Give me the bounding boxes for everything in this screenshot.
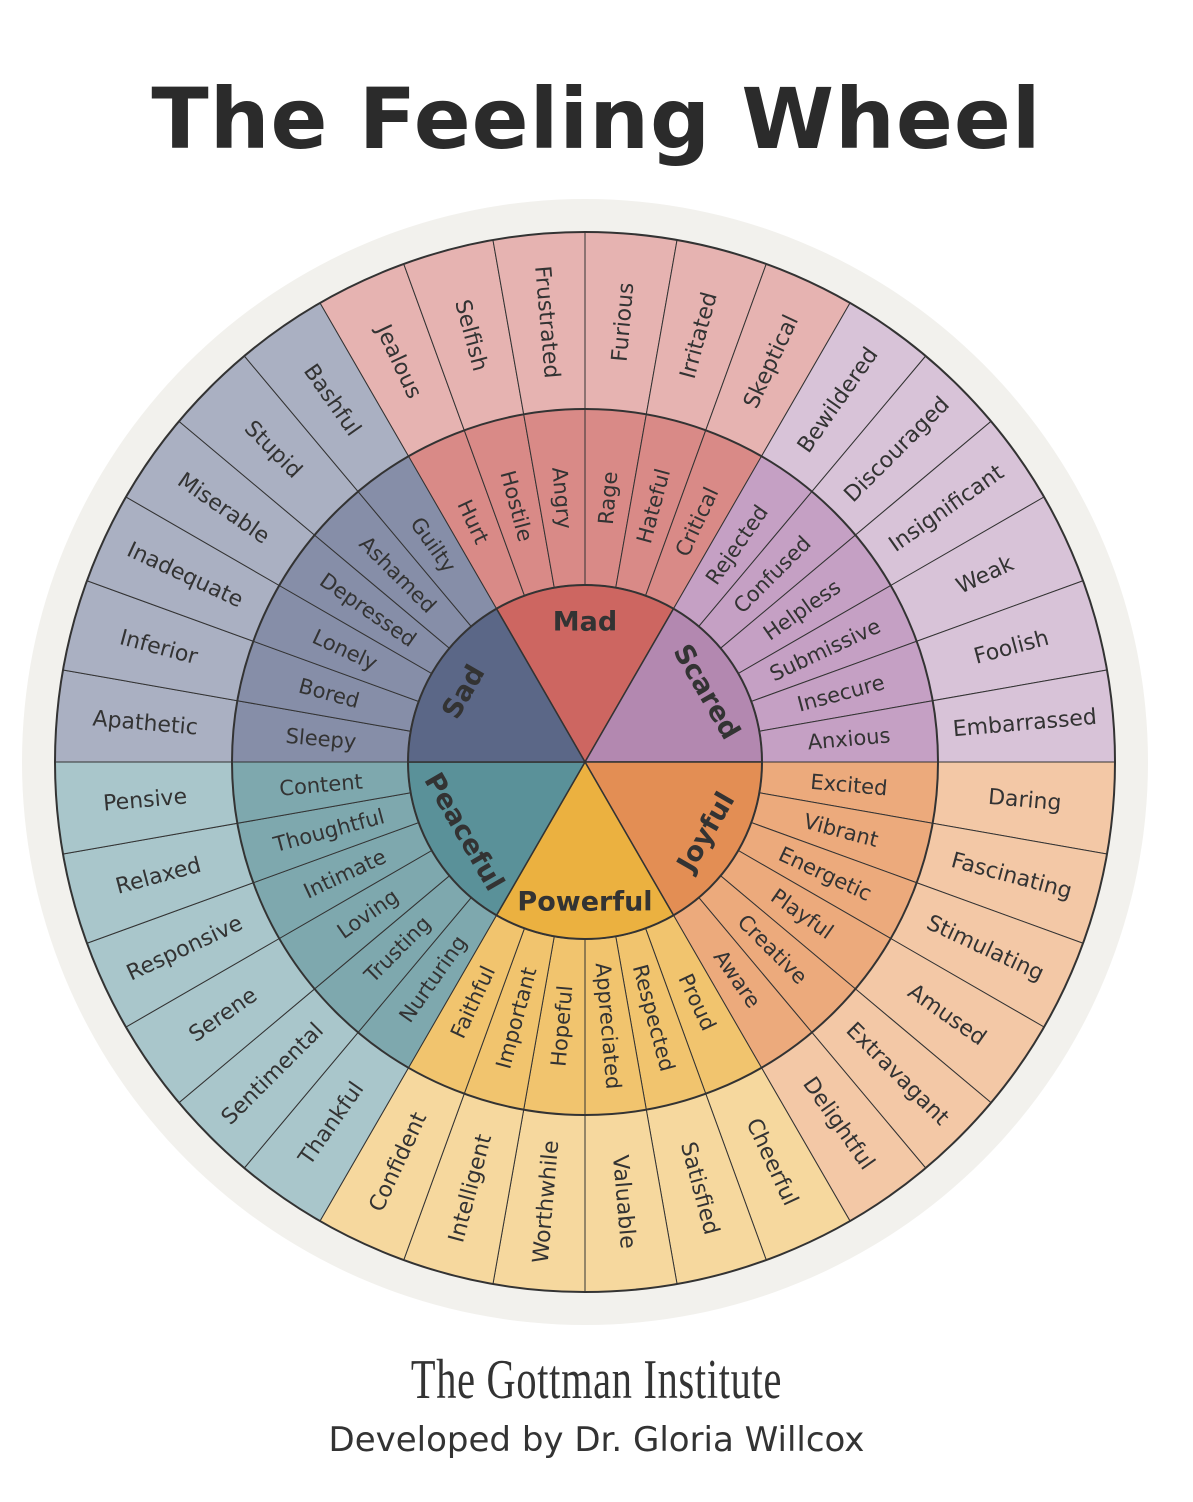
page-title: The Feeling Wheel bbox=[151, 70, 1042, 168]
core-label-mad: Mad bbox=[553, 607, 617, 638]
ring-outline bbox=[231, 408, 939, 1116]
ring-outline bbox=[407, 584, 763, 940]
middle-label-angry: Angry bbox=[547, 466, 576, 530]
brand-name: The Gottman Institute bbox=[410, 1349, 783, 1411]
middle-label-rage: Rage bbox=[594, 470, 623, 525]
credit-line: Developed by Dr. Gloria Willcox bbox=[328, 1420, 865, 1460]
core-label-powerful: Powerful bbox=[517, 887, 652, 918]
ring-outline bbox=[54, 231, 1116, 1293]
